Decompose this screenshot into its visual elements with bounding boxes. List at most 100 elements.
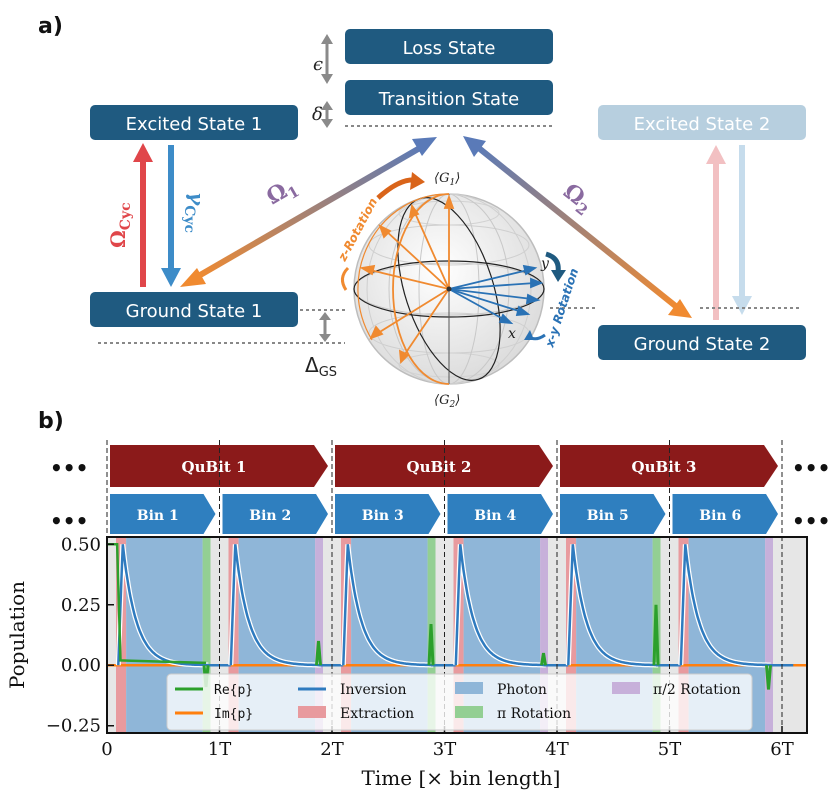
omega-2-arrow xyxy=(463,136,692,318)
x-tick-label: 0 xyxy=(101,739,112,760)
xy-rotation-arrow-top xyxy=(545,251,561,273)
loss-state-label: Loss State xyxy=(403,38,496,59)
qubit-label: QuBit 1 xyxy=(182,458,247,476)
xy-rotation-arrowhead-bottom xyxy=(524,330,534,340)
y-tick-label: 0.00 xyxy=(61,655,101,676)
bin-label: Bin 2 xyxy=(249,508,291,524)
legend-re-label: Re{p} xyxy=(214,683,253,698)
x-tick-label: 1T xyxy=(208,739,231,760)
x-tick-label: 5T xyxy=(658,739,681,760)
population-plot xyxy=(107,537,807,733)
faded-red-arrow xyxy=(706,145,726,320)
ellipsis-right-bin: ••• xyxy=(792,509,830,533)
re-p-spike xyxy=(652,604,660,666)
plot-axes: 0 1T 2T 3T 4T 5T 6T −0.25 0.00 0.25 0.50 xyxy=(46,534,808,760)
legend-im-label: Im{p} xyxy=(214,707,253,722)
omega-1-symbol: Ω1 xyxy=(262,173,303,213)
legend-extraction-label: Extraction xyxy=(340,706,414,722)
rotation-region xyxy=(540,537,548,733)
re-p-spike xyxy=(427,624,435,666)
bin-banner: Bin 4 xyxy=(447,494,553,534)
inversion-curve xyxy=(117,544,209,667)
legend-pi2-rotation-swatch xyxy=(612,682,640,694)
legend-inversion-label: Inversion xyxy=(340,682,407,698)
y-tick-label: 0.25 xyxy=(61,595,101,616)
ground-state-1-label: Ground State 1 xyxy=(126,301,263,322)
re-p-spike xyxy=(315,640,322,666)
bin-label: Bin 6 xyxy=(699,508,741,524)
ellipsis-left-bin: ••• xyxy=(50,509,88,533)
z-rotation-arrowhead xyxy=(410,172,425,190)
excited-state-1-label: Excited State 1 xyxy=(126,114,263,135)
xy-rotation-arrowhead xyxy=(551,270,566,282)
rotation-region xyxy=(765,537,773,733)
g2-label: ⟨G2⟩ xyxy=(434,393,460,410)
z-rotation-arrow-bottom xyxy=(341,266,350,291)
ground-state-2-box: Ground State 2 xyxy=(598,325,806,360)
qubit-label: QuBit 2 xyxy=(407,458,472,476)
transition-state-label: Transition State xyxy=(378,89,519,110)
epsilon-arrow xyxy=(321,34,333,84)
y-tick-label: −0.25 xyxy=(46,716,101,737)
ground-state-1-box: Ground State 1 xyxy=(90,292,298,327)
qubit-label: QuBit 3 xyxy=(632,458,697,476)
re-p-spike xyxy=(540,652,547,666)
delta-symbol: δ xyxy=(312,104,323,125)
ground-state-2-label: Ground State 2 xyxy=(634,334,771,355)
inversion-curve xyxy=(454,544,546,667)
x-axis-title: Time [× bin length] xyxy=(362,766,561,790)
gamma-cyc-symbol: γCyc xyxy=(181,192,209,233)
plot-frame xyxy=(106,536,808,734)
delta-gs-symbol: ΔGS xyxy=(305,353,337,380)
x-tick-label: 4T xyxy=(545,739,568,760)
bin-row: Bin 1 Bin 2 Bin 3 Bin 4 Bin 5 Bin 6 xyxy=(110,494,778,534)
re-p-spike xyxy=(765,665,772,690)
gamma-cyc-arrow xyxy=(161,145,181,287)
transition-state-box: Transition State xyxy=(345,80,553,115)
inversion-curve xyxy=(567,544,659,667)
faded-blue-arrow xyxy=(732,145,752,315)
panel-b-label: b) xyxy=(38,409,64,434)
inversion-curve xyxy=(679,544,771,667)
ellipsis-left-qubit: ••• xyxy=(50,456,88,480)
legend-pi-rotation-label: π Rotation xyxy=(497,706,571,722)
legend-pi2-rotation-label: π/2 Rotation xyxy=(653,682,741,698)
omega-cyc-arrow xyxy=(133,143,153,287)
x-tick-label: 3T xyxy=(433,739,456,760)
bin-label: Bin 1 xyxy=(137,508,179,524)
excited-state-1-box: Excited State 1 xyxy=(90,105,298,140)
bin-label: Bin 3 xyxy=(362,508,404,524)
g1-label: ⟨G1⟩ xyxy=(434,171,460,188)
delta-arrow xyxy=(321,101,333,128)
legend-photon-label: Photon xyxy=(497,682,547,698)
bin-label: Bin 5 xyxy=(587,508,629,524)
x-tick-label: 6T xyxy=(770,739,793,760)
bin-banner: Bin 1 xyxy=(110,494,216,534)
inversion-curve xyxy=(229,544,321,667)
legend: Re{p} Im{p} Inversion Extraction Photon … xyxy=(166,673,753,731)
legend-extraction-swatch xyxy=(298,706,326,718)
rotation-region xyxy=(315,537,323,733)
legend-photon-swatch xyxy=(455,682,483,694)
x-axis-label: x xyxy=(508,326,516,342)
excited-state-2-label: Excited State 2 xyxy=(634,114,771,135)
bin-banner: Bin 2 xyxy=(222,494,328,534)
bin-banner: Bin 6 xyxy=(672,494,778,534)
omega-cyc-symbol: ΩCyc xyxy=(106,202,134,248)
y-tick-label: 0.50 xyxy=(61,534,101,555)
panel-a-label: a) xyxy=(38,14,63,39)
omega-1-arrow xyxy=(180,137,437,287)
x-tick-label: 2T xyxy=(320,739,343,760)
bloch-sphere xyxy=(353,193,545,385)
bin-banner: Bin 3 xyxy=(335,494,441,534)
y-axis-title: Population xyxy=(5,581,29,689)
excited-state-2-box: Excited State 2 xyxy=(598,105,806,140)
rotation-region xyxy=(202,537,211,733)
loss-state-box: Loss State xyxy=(345,29,553,64)
delta-gs-arrow xyxy=(319,312,331,342)
epsilon-symbol: ϵ xyxy=(313,54,323,75)
legend-pi-rotation-swatch xyxy=(455,706,483,718)
bin-banner: Bin 5 xyxy=(560,494,666,534)
ellipsis-right-qubit: ••• xyxy=(792,456,830,480)
